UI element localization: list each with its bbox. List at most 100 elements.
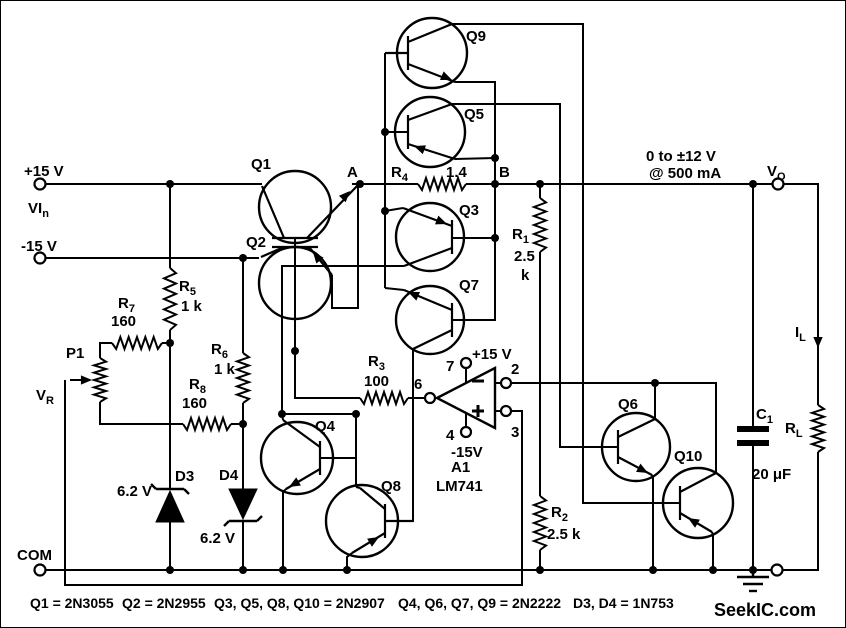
resistor-R8: [182, 414, 232, 434]
terminal-minus15v: [33, 251, 47, 265]
opamp-pin3: [499, 404, 513, 418]
label-com: COM: [17, 547, 52, 564]
arrowhead: [440, 71, 452, 80]
label-pin3: 3: [511, 424, 519, 441]
legend-q2: Q2 = 2N2955: [122, 595, 206, 611]
wire: [384, 287, 405, 291]
symbol-line: [223, 520, 230, 527]
wire: [452, 103, 618, 448]
label-d3: D3: [175, 468, 194, 485]
wire: [452, 23, 680, 504]
label-pin4: 4: [446, 427, 455, 444]
label-c1: C1: [756, 406, 773, 426]
junction-dot: [381, 128, 389, 136]
transistor-Q4: [259, 420, 335, 496]
label-pin2: 2: [511, 361, 519, 378]
label-rl: RL: [785, 420, 803, 440]
arrowhead: [435, 215, 447, 225]
wire: [511, 382, 717, 473]
label-q5: Q5: [464, 106, 484, 123]
label-opamp-minus15: -15V: [451, 444, 483, 461]
label-r1-unit: k: [521, 267, 530, 284]
label-r3-value: 100: [364, 373, 389, 390]
arrowhead: [813, 336, 823, 348]
label-vr: VR: [36, 387, 54, 407]
wire: [99, 342, 112, 358]
label-q1: Q1: [251, 156, 271, 173]
zener-D4: [228, 488, 258, 521]
opamp-pin7: [459, 356, 473, 370]
label-output-range: 0 to ±12 V: [646, 148, 716, 165]
resistor-R1: [531, 197, 549, 253]
wire: [452, 81, 496, 321]
arrowhead: [289, 477, 301, 487]
arrowhead: [80, 375, 92, 385]
resistor-R3: [359, 388, 409, 408]
capacitor-C1-plate: [737, 440, 769, 446]
label-minus15v: -15 V: [21, 238, 57, 255]
label-q6: Q6: [618, 396, 638, 413]
junction-dot: [278, 410, 286, 418]
label-d4: D4: [219, 467, 239, 484]
transistor-Q10-lead: [679, 472, 717, 493]
label-p1: P1: [66, 345, 84, 362]
junction-dot: [356, 180, 364, 188]
resistor-R5: [161, 267, 179, 331]
label-q4: Q4: [315, 418, 336, 435]
junction-dot: [239, 566, 247, 574]
junction-dot: [166, 339, 174, 347]
terminal-com-right: [770, 563, 784, 577]
label-vo: VO: [767, 163, 786, 183]
wire: [355, 486, 361, 489]
junction-dot: [239, 254, 247, 262]
label-r7: R7: [118, 295, 135, 315]
transistor-Q1-lead: [306, 184, 359, 239]
label-plus15v: +15 V: [24, 163, 64, 180]
wire: [784, 183, 819, 405]
resistor-R6: [233, 352, 253, 404]
label-q2: Q2: [246, 234, 266, 251]
transistor-Q1-lead: [260, 185, 286, 239]
label-r5-value: 1 k: [181, 298, 203, 315]
label-c1-value: 20 μF: [752, 466, 791, 483]
label-r1-value: 2.5: [514, 248, 535, 265]
junction-dot: [536, 180, 544, 188]
terminal-plus15v: [33, 177, 47, 191]
wire: [454, 157, 496, 160]
wire: [281, 265, 404, 414]
watermark: SeekIC.com: [714, 600, 816, 620]
legend-pnp-group: Q3, Q5, Q8, Q10 = 2N2907: [214, 595, 385, 611]
junction-dot: [166, 180, 174, 188]
transistor-Q9-lead: [407, 22, 453, 44]
junction-dot: [279, 566, 287, 574]
transistor-Q6-lead: [617, 418, 656, 438]
wire: [294, 351, 360, 399]
wire: [64, 380, 523, 586]
transistor-Q10: [661, 466, 735, 540]
label-q10: Q10: [674, 448, 702, 465]
wire: [331, 185, 359, 309]
label-pin7: 7: [446, 358, 454, 375]
legend-diodes: D3, D4 = 1N753: [573, 595, 674, 611]
label-output-current: @ 500 mA: [649, 165, 721, 182]
transistor-Q1: [257, 169, 333, 245]
junction-dot: [352, 410, 360, 418]
transistor-Q2-lead: [260, 245, 285, 259]
label-node-a: A: [347, 164, 358, 181]
junction-dot: [381, 207, 389, 215]
label-pin6: 6: [414, 376, 422, 393]
legend-q1: Q1 = 2N3055: [30, 595, 114, 611]
transistor-Q2-lead: [308, 246, 333, 276]
label-node-b: B: [499, 164, 510, 181]
junction-dot: [709, 566, 717, 574]
label-r6: R6: [211, 341, 228, 361]
terminal-com: [33, 563, 47, 577]
opamp-pin6: [423, 391, 437, 405]
label-r1: R1: [512, 226, 529, 246]
transistor-Q7-lead: [412, 329, 453, 350]
label-q8: Q8: [381, 478, 401, 495]
label-opamp-plus15: +15 V: [472, 346, 512, 363]
transistor-Q5-lead: [407, 102, 453, 122]
junction-dot: [749, 566, 757, 574]
